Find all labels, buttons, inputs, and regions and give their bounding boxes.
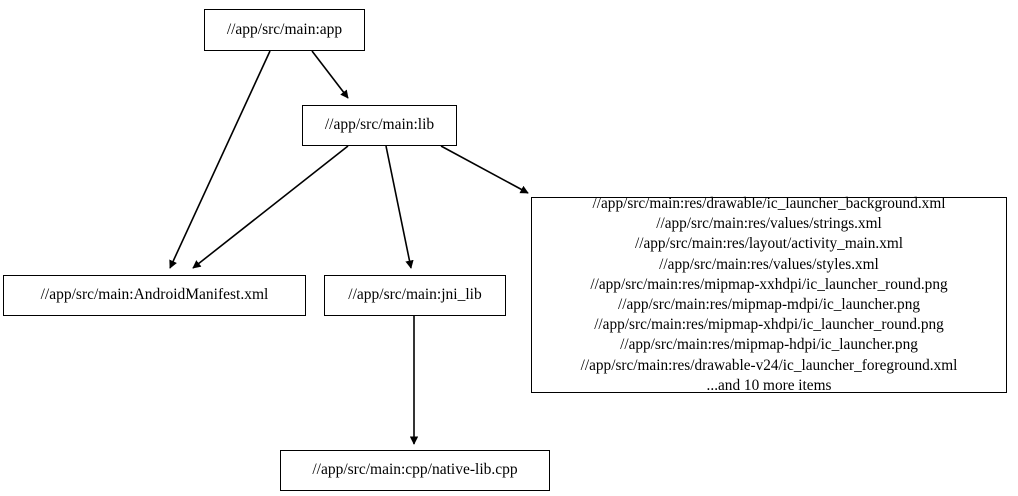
graph-node-jni-lib[interactable]: //app/src/main:jni_lib [324,275,506,316]
graph-node-res-group-label: //app/src/main:res/drawable/ic_launcher_… [580,195,958,394]
edge-lib-to-res [440,145,529,194]
graph-node-android-manifest[interactable]: //app/src/main:AndroidManifest.xml [3,275,306,316]
graph-node-android-manifest-label: //app/src/main:AndroidManifest.xml [40,286,269,304]
graph-node-lib-label: //app/src/main:lib [324,116,435,134]
graph-node-jni-lib-label: //app/src/main:jni_lib [348,286,482,304]
graph-node-native-lib-cpp-label: //app/src/main:cpp/native-lib.cpp [312,461,518,479]
graph-node-app-label: //app/src/main:app [226,20,343,38]
edge-lib-to-jni [385,145,414,269]
graph-node-native-lib-cpp[interactable]: //app/src/main:cpp/native-lib.cpp [280,450,550,491]
edge-lib-to-manifest [192,145,349,269]
graph-node-lib[interactable]: //app/src/main:lib [302,105,457,146]
graph-node-app[interactable]: //app/src/main:app [204,9,365,51]
graph-node-res-group[interactable]: //app/src/main:res/drawable/ic_launcher_… [531,195,1007,394]
edge-app-to-lib [311,50,349,99]
edge-app-to-manifest [169,50,271,269]
